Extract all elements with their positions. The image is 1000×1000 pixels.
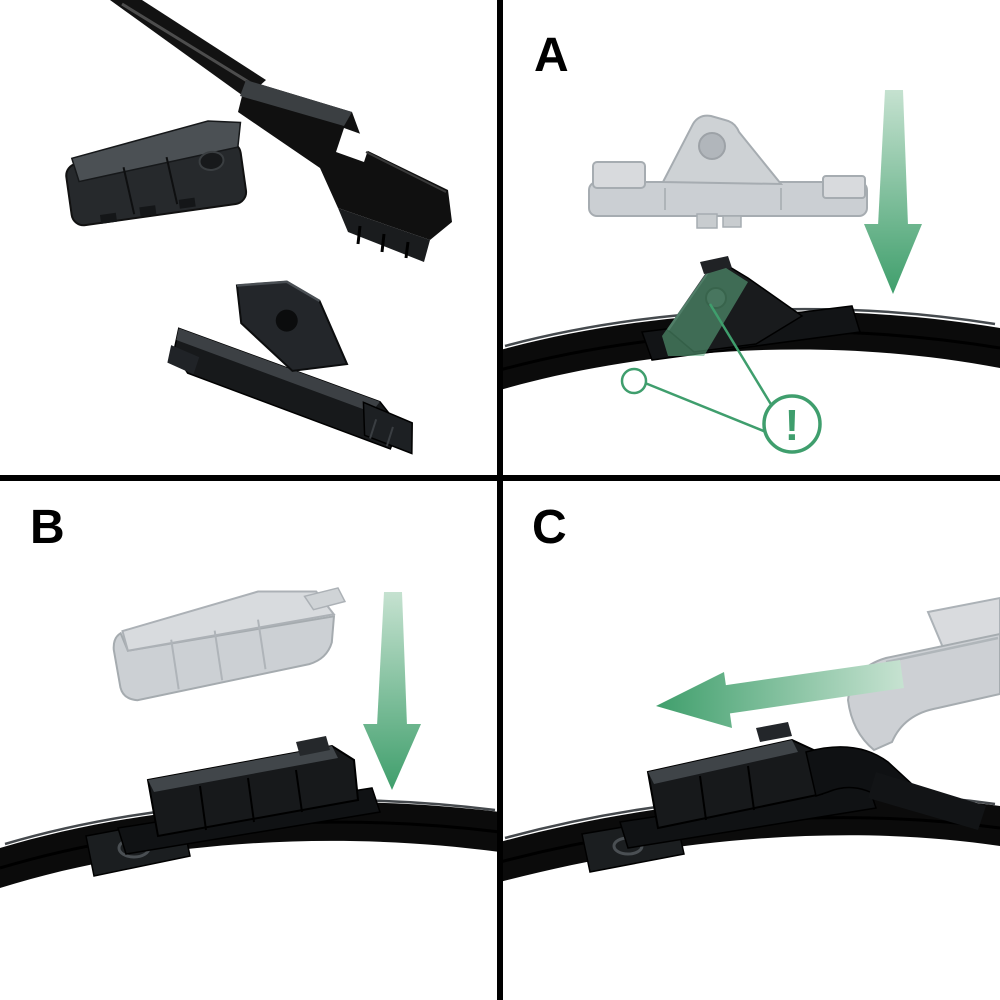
wiper-blade-c xyxy=(499,722,1000,882)
wiper-blade-b xyxy=(0,736,501,888)
warning-callout: ! xyxy=(620,303,822,454)
divider-horizontal xyxy=(0,475,1000,481)
panel-step-c-illustration xyxy=(499,596,1000,882)
divider-vertical xyxy=(497,0,503,1000)
ghost-adapter xyxy=(588,114,868,229)
adapter-part xyxy=(167,280,413,455)
wiper-blade-a xyxy=(499,256,1000,390)
adapter-cap-part xyxy=(65,120,248,227)
panel-label-a: A xyxy=(534,29,569,82)
panel-step-a-illustration: ! xyxy=(499,90,1000,454)
ghost-cap xyxy=(112,587,347,702)
panel-label-c: C xyxy=(532,501,567,554)
exclamation-icon: ! xyxy=(785,401,800,450)
panel-step-b-illustration xyxy=(0,587,501,888)
wiper-arm-part xyxy=(110,0,452,262)
arrow-left-icon xyxy=(656,660,904,728)
mount-highlight xyxy=(662,268,748,356)
panel-parts-illustration xyxy=(65,0,452,455)
arrow-down-icon xyxy=(363,592,421,790)
arrow-down-icon xyxy=(864,90,922,294)
panel-label-b: B xyxy=(30,501,65,554)
